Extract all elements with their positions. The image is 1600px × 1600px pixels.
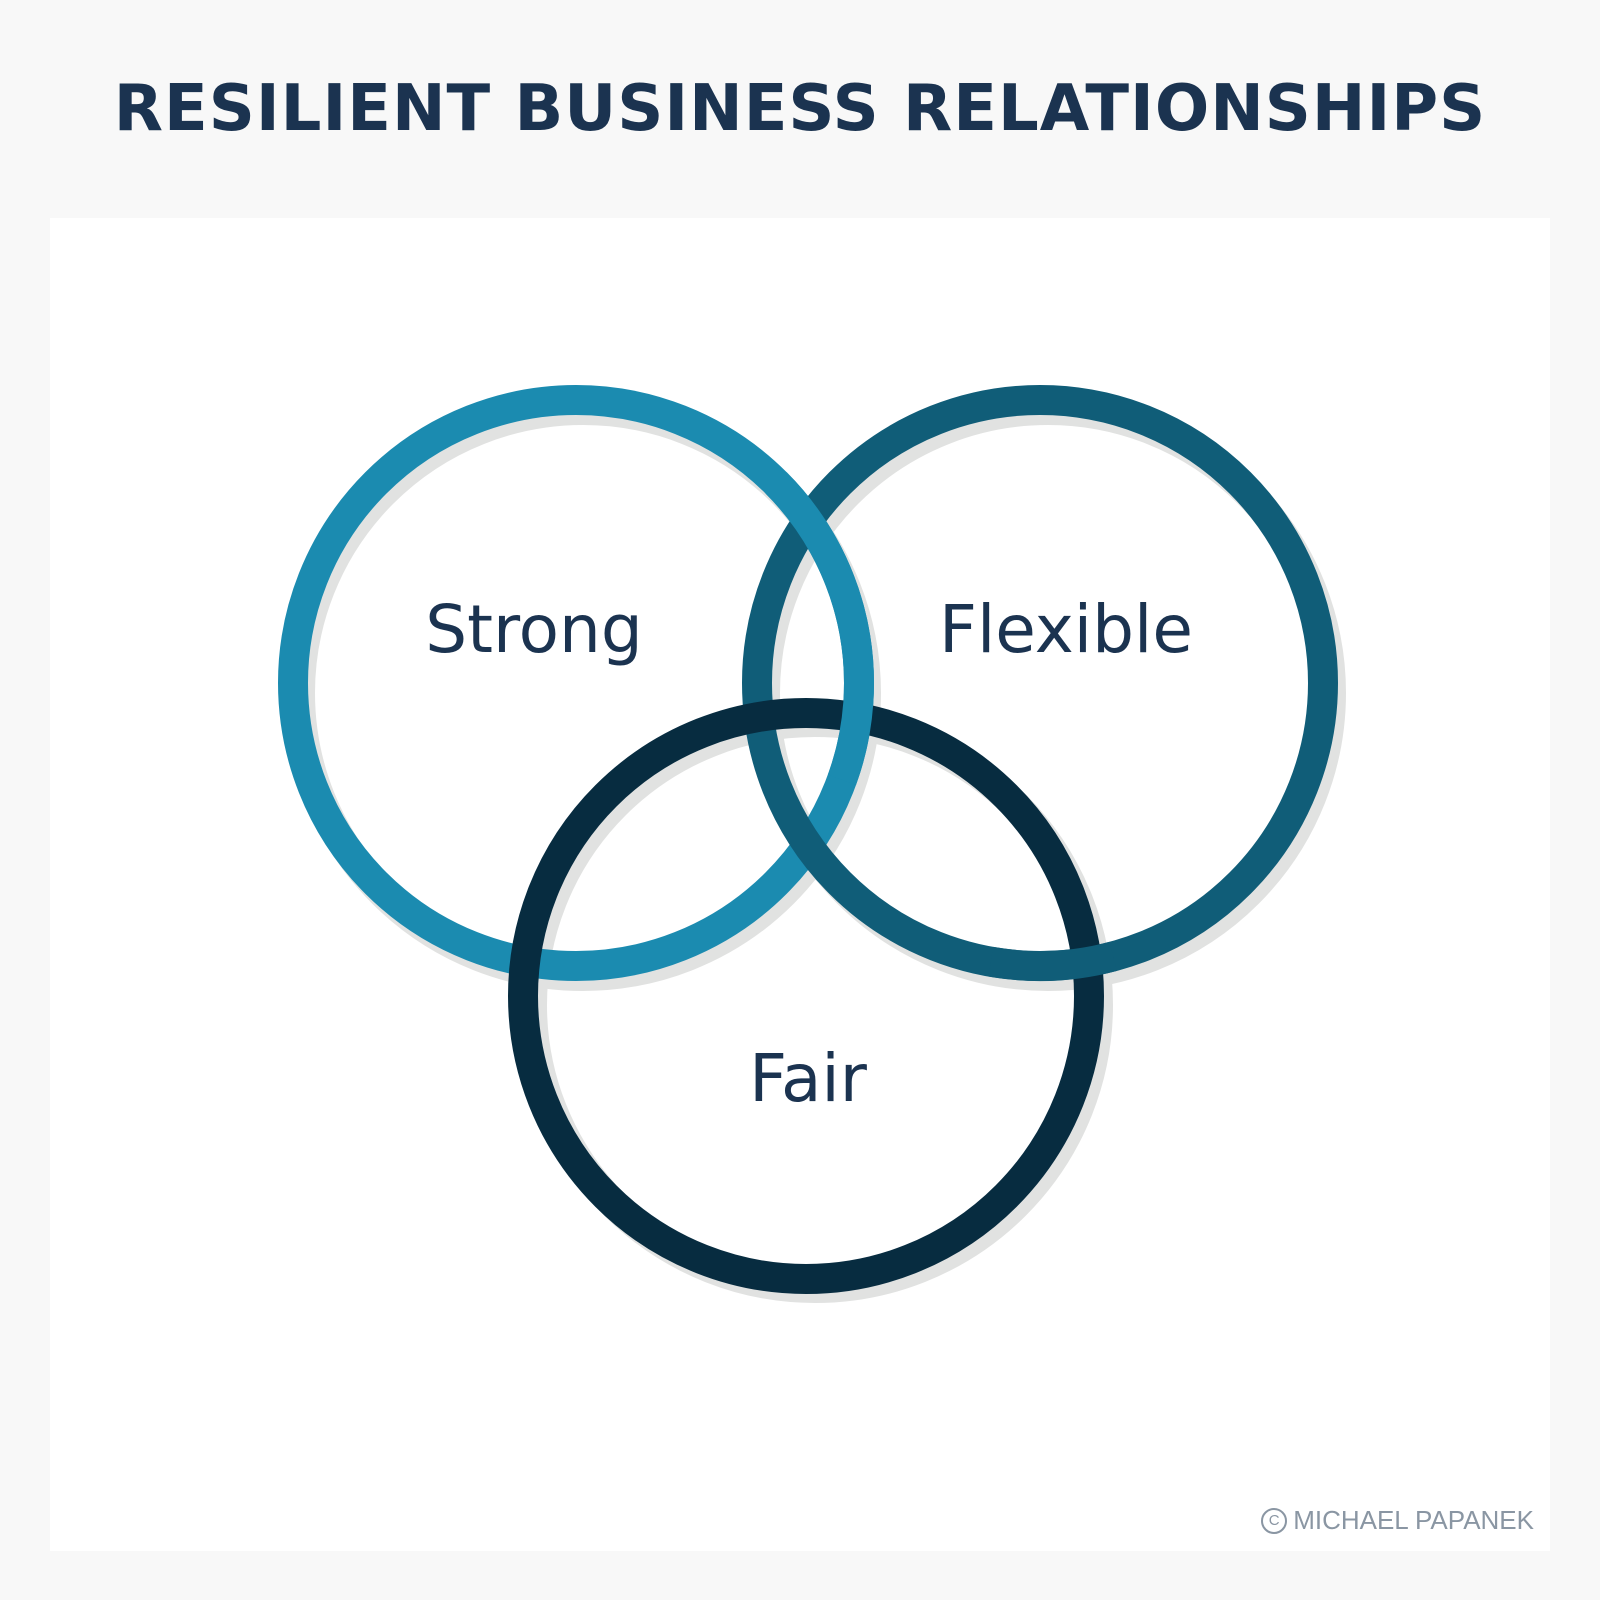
label-fair: Fair	[749, 1040, 868, 1117]
circle-overlaps	[765, 472, 1118, 981]
strong-circle-overlap-top	[765, 472, 874, 785]
set-labels: Strong Flexible Fair	[425, 591, 1193, 1117]
copyright-text: MICHAEL PAPANEK	[1293, 1505, 1534, 1535]
copyright-credit: C MICHAEL PAPANEK	[1261, 1505, 1534, 1536]
flexible-circle-overlap-bottom	[988, 941, 1118, 981]
label-flexible: Flexible	[939, 591, 1193, 668]
fair-circle	[508, 698, 1104, 1294]
page-title: RESILIENT BUSINESS RELATIONSHIPS	[113, 72, 1487, 146]
copyright-icon: C	[1261, 1507, 1288, 1534]
flexible-circle	[742, 385, 1338, 981]
label-strong: Strong	[425, 591, 643, 668]
